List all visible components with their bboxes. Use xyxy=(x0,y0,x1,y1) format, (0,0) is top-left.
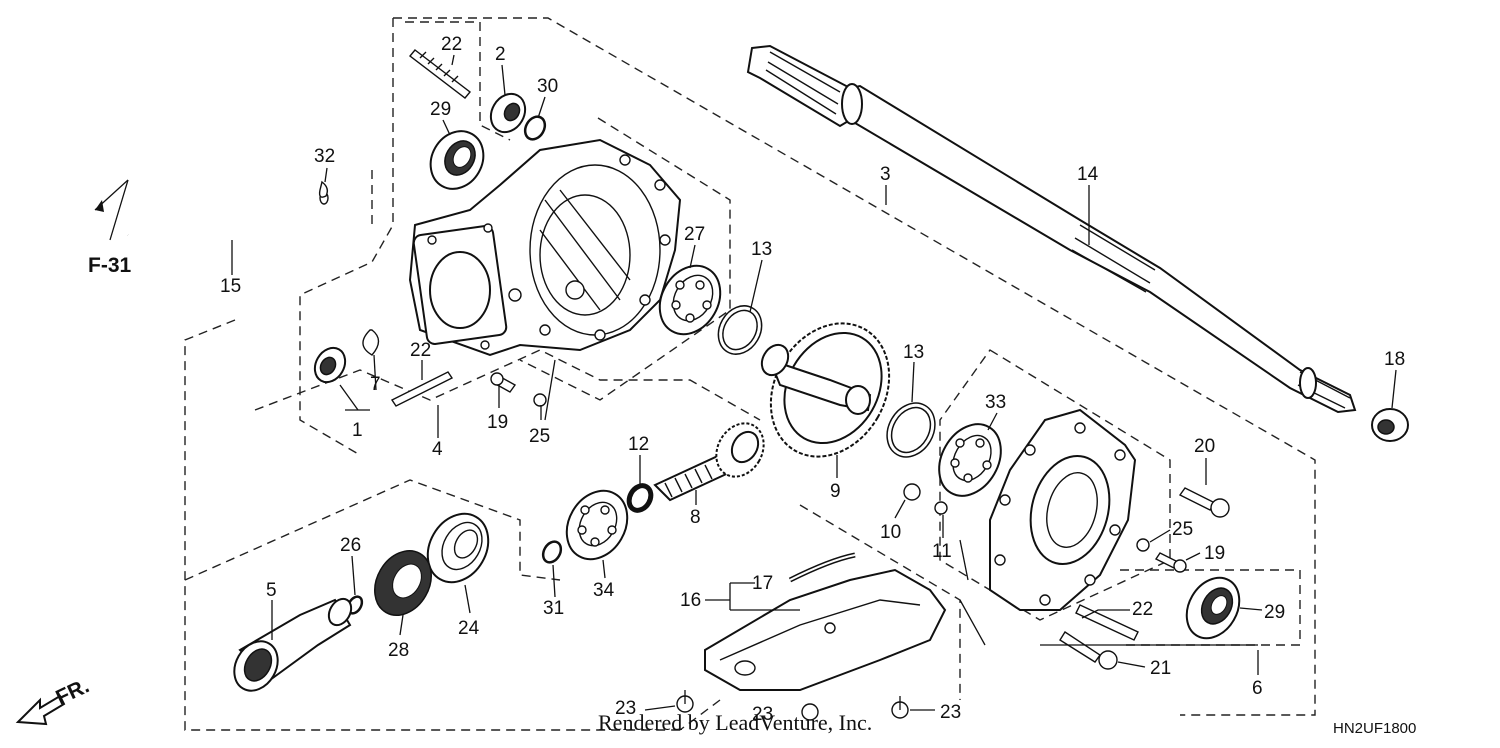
bearing-part-2[interactable] xyxy=(484,88,532,139)
callout-21: 21 xyxy=(1150,658,1171,679)
callout-14: 14 xyxy=(1077,164,1099,185)
callout-6: 6 xyxy=(1252,678,1263,699)
bolt-part-21[interactable] xyxy=(1059,631,1118,670)
callout-19-left: 19 xyxy=(487,412,508,433)
gear-case-cover[interactable] xyxy=(989,408,1137,611)
diagram-code: HN2UF1800 xyxy=(1333,720,1417,737)
callout-7: 7 xyxy=(370,374,381,395)
bolt-part-23-left[interactable] xyxy=(676,690,694,713)
callout-27: 27 xyxy=(684,224,705,245)
reference-label-f31: F-31 xyxy=(88,254,132,277)
callout-26: 26 xyxy=(340,535,361,556)
callout-22-right: 22 xyxy=(1132,599,1153,620)
oil-seal-part-28[interactable] xyxy=(363,541,442,626)
callout-12: 12 xyxy=(628,434,649,455)
callout-17: 17 xyxy=(752,573,773,594)
outline-main-left xyxy=(184,319,680,731)
stud-bolt-top[interactable] xyxy=(408,49,472,99)
outline-case-cover xyxy=(939,349,1171,621)
skid-guard[interactable] xyxy=(704,568,947,691)
leader-lines xyxy=(231,54,1397,711)
watermark: Rendered by LeadVenture, Inc. xyxy=(598,710,873,735)
outline-housing-right xyxy=(371,117,731,401)
callout-4: 4 xyxy=(432,439,443,460)
stud-bolt-left[interactable] xyxy=(390,371,454,407)
oil-seal-right[interactable] xyxy=(1176,568,1250,647)
callout-28: 28 xyxy=(388,640,409,661)
outline-housing-group xyxy=(299,18,394,456)
callout-16: 16 xyxy=(680,590,701,611)
oil-seal-top[interactable] xyxy=(420,122,493,199)
bolt-part-23-right[interactable] xyxy=(891,696,909,719)
callout-31: 31 xyxy=(543,598,564,619)
bolt-part-19-right[interactable] xyxy=(1154,552,1187,573)
guard-rubber-strip[interactable] xyxy=(788,552,856,583)
callout-2: 2 xyxy=(495,44,506,65)
bolt-part-10[interactable] xyxy=(903,483,921,501)
circlip-part-7[interactable] xyxy=(362,329,380,356)
outline-upper-box xyxy=(405,21,511,141)
callout-19-right: 19 xyxy=(1204,543,1225,564)
callout-13-lower: 13 xyxy=(903,342,924,363)
bearing-part-33[interactable] xyxy=(927,413,1013,507)
callout-29-top: 29 xyxy=(430,99,451,120)
coupling-ring[interactable] xyxy=(416,503,500,593)
callout-8: 8 xyxy=(690,507,701,528)
axle-shaft[interactable] xyxy=(746,44,1357,414)
callout-22-left: 22 xyxy=(410,340,431,361)
callout-25-right: 25 xyxy=(1172,519,1193,540)
callout-20: 20 xyxy=(1194,436,1215,457)
final-gear-case[interactable] xyxy=(408,138,682,357)
shim-part-13-upper[interactable] xyxy=(713,301,767,359)
callout-25-left: 25 xyxy=(529,426,550,447)
bolt-part-20[interactable] xyxy=(1178,487,1230,518)
callout-15: 15 xyxy=(220,276,241,297)
propeller-joint[interactable] xyxy=(226,595,356,699)
nut-part-11[interactable] xyxy=(934,501,948,515)
callout-9: 9 xyxy=(830,481,841,502)
assembly-outlines xyxy=(184,17,1316,731)
callout-32: 32 xyxy=(314,146,335,167)
callout-5: 5 xyxy=(266,580,277,601)
shim-part-13-lower[interactable] xyxy=(881,397,942,462)
circlip-part-31[interactable] xyxy=(540,538,565,565)
callout-29-right: 29 xyxy=(1264,602,1285,623)
outline-lower-row xyxy=(184,479,561,581)
ring-gear[interactable] xyxy=(747,302,912,478)
bearing-part-34[interactable] xyxy=(555,480,639,570)
bolt-part-19-left[interactable] xyxy=(490,372,517,393)
callout-13-upper: 13 xyxy=(751,239,772,260)
breather-hose[interactable] xyxy=(104,121,329,246)
hose-clip-32[interactable] xyxy=(318,180,329,198)
callout-1: 1 xyxy=(352,420,363,441)
bolt-part-23-center[interactable] xyxy=(801,703,819,721)
circlip-part-30[interactable] xyxy=(521,113,549,143)
callout-10: 10 xyxy=(880,522,901,543)
callout-24: 24 xyxy=(458,618,480,639)
reference-arrow-icon xyxy=(94,179,129,241)
washer-part-12[interactable] xyxy=(625,482,655,515)
callout-30: 30 xyxy=(537,76,558,97)
bearing-part-1[interactable] xyxy=(309,342,351,387)
callout-3: 3 xyxy=(880,164,891,185)
callout-33: 33 xyxy=(985,392,1006,413)
callout-23-left: 23 xyxy=(615,698,636,719)
callout-11: 11 xyxy=(932,541,952,562)
nut-part-25-left[interactable] xyxy=(533,393,547,407)
callout-18: 18 xyxy=(1384,349,1405,370)
axle-washer[interactable] xyxy=(1371,408,1409,442)
pinion-gear[interactable] xyxy=(653,415,773,502)
outline-top-group xyxy=(393,17,1316,716)
front-direction-arrow-icon: FR. xyxy=(15,674,93,726)
bearing-part-27[interactable] xyxy=(648,255,732,345)
callout-22-top: 22 xyxy=(441,34,462,55)
outline-mid xyxy=(254,349,761,421)
nut-part-25-right[interactable] xyxy=(1136,538,1150,552)
callout-23-center: 23 xyxy=(752,704,773,725)
callout-labels: 22 2 30 29 32 3 14 15 27 13 13 18 22 7 1… xyxy=(88,34,1405,725)
callout-23-right: 23 xyxy=(940,702,961,723)
callout-34: 34 xyxy=(593,580,615,601)
